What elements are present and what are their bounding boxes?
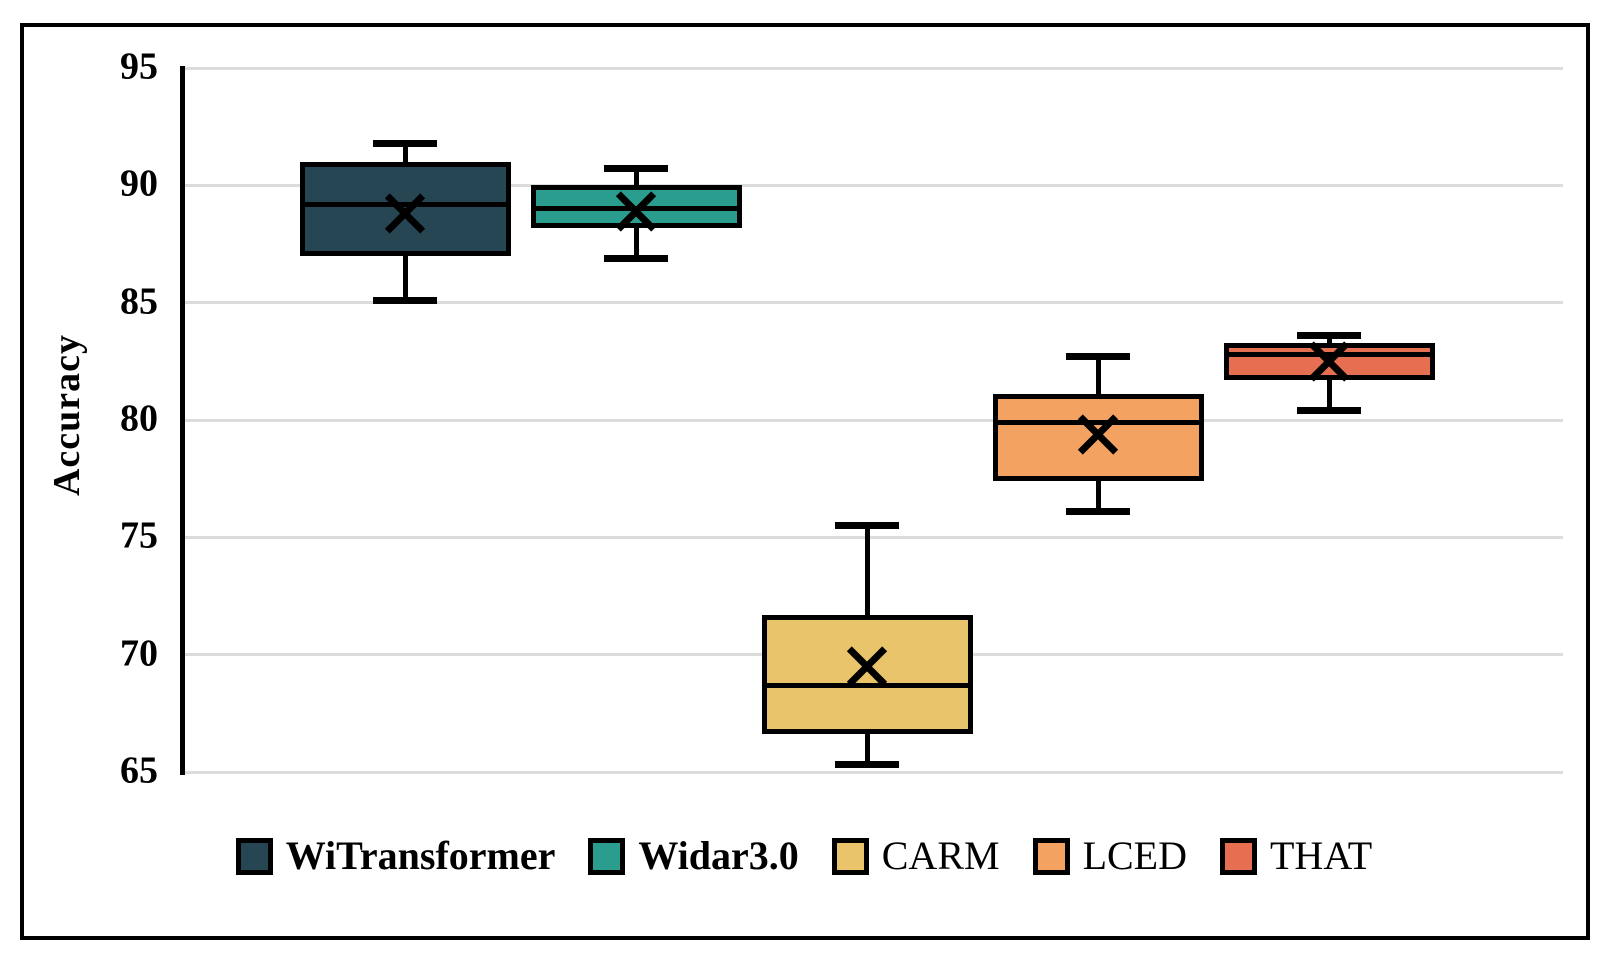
y-axis-line (180, 66, 185, 775)
legend-swatch (1032, 837, 1070, 875)
y-tick-label: 70 (120, 632, 158, 675)
mean-marker-x (614, 189, 658, 233)
plot-area (185, 66, 1563, 774)
whisker-cap-top (1066, 353, 1130, 361)
box-lced (992, 394, 1204, 481)
whisker-cap-bottom (604, 254, 668, 262)
gridline (185, 66, 1563, 70)
legend-swatch (1220, 837, 1257, 875)
legend: WiTransformer Widar3.0 CARM LCED THAT (0, 830, 1608, 882)
legend-item: THAT (1220, 836, 1372, 876)
y-tick-label: 80 (120, 397, 158, 440)
y-tick-label: 75 (120, 514, 158, 557)
y-tick-label: 90 (120, 162, 158, 205)
whisker-cap-top (835, 522, 899, 530)
gridline (185, 770, 1563, 774)
legend-item: CARM (831, 833, 1000, 878)
whisker-cap-top (604, 165, 668, 173)
chart-frame (20, 23, 1590, 940)
y-tick-label: 95 (120, 45, 158, 88)
legend-label: CARM (881, 833, 1000, 878)
whisker-cap-bottom (1066, 508, 1130, 516)
legend-item: Widar3.0 (588, 833, 799, 878)
mean-marker-x (383, 191, 427, 235)
whisker-cap-top (1297, 332, 1361, 340)
mean-marker-x (1076, 412, 1120, 456)
whisker-cap-top (373, 139, 437, 147)
y-tick-label: 65 (120, 749, 158, 792)
legend-swatch (588, 837, 626, 875)
legend-label: THAT (1270, 833, 1373, 878)
whisker-cap-bottom (835, 761, 899, 769)
legend-item: WiTransformer (235, 833, 556, 878)
legend-swatch (235, 837, 273, 875)
legend-label: Widar3.0 (638, 833, 799, 878)
gridline (185, 535, 1563, 539)
gridline (185, 418, 1563, 422)
y-tick-label: 85 (120, 280, 158, 323)
whisker-cap-bottom (1297, 407, 1361, 415)
legend-label: LCED (1082, 833, 1187, 878)
whisker-cap-bottom (373, 296, 437, 304)
mean-marker-x (1307, 339, 1351, 383)
legend-label: WiTransformer (285, 833, 556, 878)
legend-item: LCED (1032, 833, 1187, 878)
gridline (185, 301, 1563, 305)
gridline (185, 183, 1563, 187)
legend-swatch (831, 837, 869, 875)
mean-marker-x (845, 644, 889, 688)
